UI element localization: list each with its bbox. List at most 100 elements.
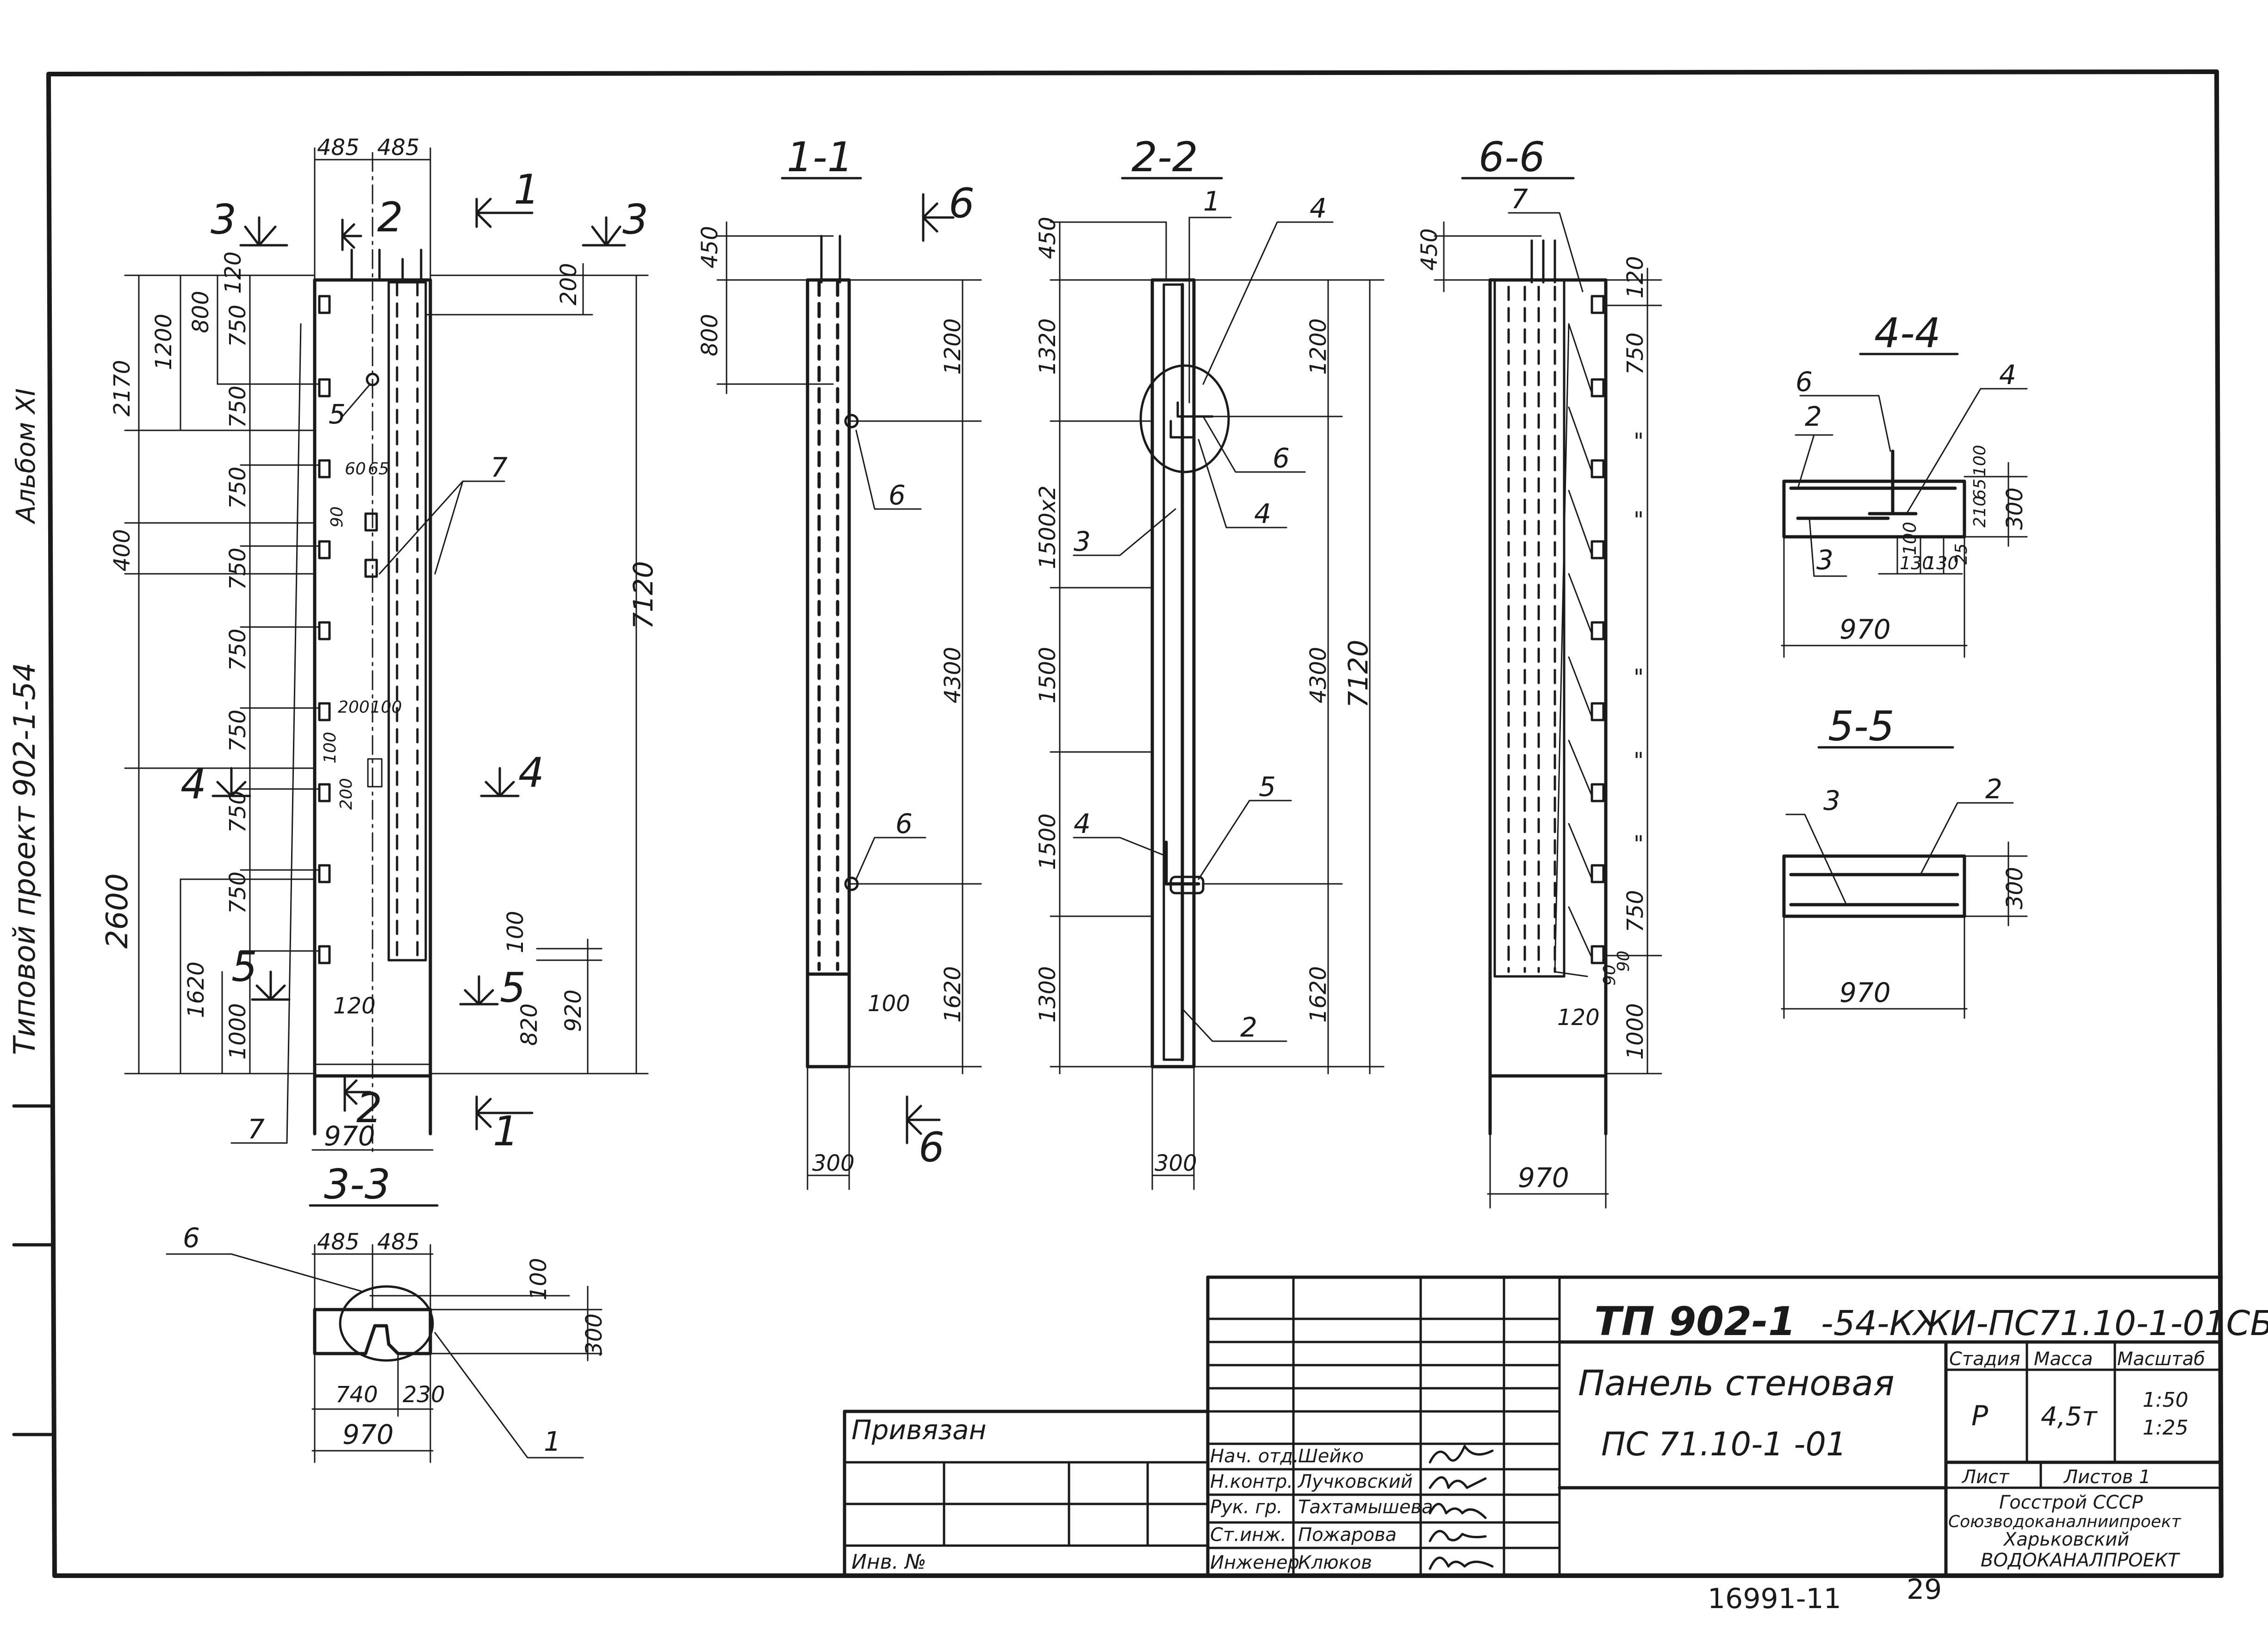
dim-750-7: 750 <box>225 790 251 833</box>
dim-front-920: 920 <box>560 989 586 1032</box>
dim-750-1: 750 <box>225 304 251 347</box>
section-2-2-title: 2-2 <box>1131 133 1198 181</box>
bound-label: Привязан <box>851 1414 987 1446</box>
dim-33-300: 300 <box>581 1313 607 1356</box>
dim-front-1620: 1620 <box>183 962 209 1018</box>
dim-front-7120: 7120 <box>628 561 659 629</box>
section-6-6: 6-6 <box>1417 133 1662 1209</box>
mark-22-3: 3 <box>1074 526 1091 557</box>
cut-2-bottom: 2 <box>356 1084 382 1132</box>
mark-11-6b: 6 <box>895 808 913 839</box>
dim-66-ditto2: " <box>1634 507 1644 533</box>
sheet-header: Лист <box>1961 1466 2010 1488</box>
dim-44-100: 100 <box>1900 522 1920 555</box>
mark-22-1: 1 <box>1203 186 1220 217</box>
role-4: Инженер <box>1210 1552 1299 1573</box>
embedded-plates <box>318 295 383 964</box>
dim-66-120: 120 <box>1622 256 1648 298</box>
dim-44-300: 300 <box>2002 487 2028 530</box>
cut-1-bottom: 1 <box>493 1107 519 1155</box>
cut-2-top: 2 <box>377 193 403 241</box>
mark-33-1: 1 <box>544 1426 561 1457</box>
dim-11-4300: 4300 <box>940 647 966 703</box>
section-3-3: 3-3 100 300 485 485 740 230 970 6 1 <box>166 1161 607 1463</box>
dim-66-750b: 750 <box>1622 890 1648 932</box>
dim-750-3: 750 <box>225 466 251 509</box>
dim-44-10: 100 <box>1970 445 1989 477</box>
dim-66-30: 90 <box>1614 950 1633 972</box>
dim-66-750a: 750 <box>1622 332 1648 375</box>
dim-front-200c: 200 <box>556 263 582 305</box>
dim-66-120b: 120 <box>1557 1005 1600 1031</box>
drawing-code-rest: -54-КЖИ-ПС71.10-1-01СБ <box>1821 1304 2268 1343</box>
dim-front-2600: 2600 <box>100 873 135 949</box>
mark-front-7a: 7 <box>491 452 508 483</box>
dim-11-800: 800 <box>697 314 723 356</box>
dim-22-1500a: 1500 <box>1035 647 1061 703</box>
dim-66-1000: 1000 <box>1622 1003 1648 1060</box>
dim-33-485b: 485 <box>377 1229 420 1255</box>
mark-22-4b: 4 <box>1254 498 1271 529</box>
title-block: Привязан Инв. № Нач. отд. Шейко Н.контр.… <box>843 1275 2268 1578</box>
mass-value: 4,5т <box>2041 1402 2098 1432</box>
dim-55-300: 300 <box>2002 867 2028 909</box>
dim-22-1320: 1320 <box>1035 318 1061 375</box>
inventory-label: Инв. № <box>851 1550 926 1574</box>
roles-table: Нач. отд. Шейко Н.контр. Лучковский Рук.… <box>1210 1446 1433 1573</box>
mark-33-6: 6 <box>183 1222 200 1254</box>
dim-66-ditto3: " <box>1634 665 1644 690</box>
dim-33-970: 970 <box>342 1419 394 1450</box>
dim-front-65: 65 <box>368 460 389 478</box>
dim-front-100c: 100 <box>503 911 528 953</box>
mark-55-2: 2 <box>1985 773 2002 805</box>
cut-5-right: 5 <box>500 964 526 1012</box>
dim-750-5: 750 <box>225 628 251 671</box>
section-2-2: 2-2 450 1320 1500x2 1500 1500 1300 <box>1035 133 1385 1190</box>
dim-22-450: 450 <box>1035 217 1061 259</box>
org-line-2: Союзводоканалниипроект <box>1948 1512 2181 1531</box>
name-1: Лучковский <box>1297 1471 1413 1492</box>
dim-front-400: 400 <box>109 529 135 572</box>
mark-66-7: 7 <box>1511 183 1528 215</box>
section-5-5-title: 5-5 <box>1828 702 1895 750</box>
mark-22-4c: 4 <box>1074 808 1091 839</box>
dim-33-230: 230 <box>403 1382 445 1408</box>
dim-22-1500x2: 1500x2 <box>1035 485 1061 569</box>
cut-4-right: 4 <box>518 749 544 796</box>
dim-front-2170: 2170 <box>109 360 135 416</box>
mark-44-2: 2 <box>1805 401 1822 432</box>
side-album: Альбом XI <box>11 388 41 524</box>
section-1-1: 1-1 450 800 1200 4300 1620 100 300 6 6 <box>697 133 982 1190</box>
mass-header: Масса <box>2034 1348 2093 1370</box>
mark-front-5: 5 <box>329 398 346 430</box>
dim-front-100a: 100 <box>370 698 402 717</box>
name-3: Пожарова <box>1298 1524 1397 1546</box>
dim-front-1200: 1200 <box>151 314 177 370</box>
stage-header: Стадия <box>1949 1348 2020 1370</box>
dim-44-970: 970 <box>1839 614 1891 645</box>
section-5-5: 5-5 300 970 3 2 <box>1781 702 2028 1019</box>
cut-3-right: 3 <box>622 196 648 243</box>
cut-3-left: 3 <box>211 196 236 243</box>
dim-front-120b: 120 <box>333 993 376 1019</box>
page-number: 29 <box>1907 1573 1942 1606</box>
dim-44-210: 210 <box>1970 496 1989 528</box>
mark-front-7b: 7 <box>248 1113 265 1145</box>
cut-6-top: 6 <box>949 180 975 227</box>
dim-11-450: 450 <box>697 226 723 268</box>
dim-chain-750: 750 750 750 750 750 750 750 750 <box>225 304 320 952</box>
mark-22-2: 2 <box>1240 1012 1257 1043</box>
dim-22-1500b: 1500 <box>1035 814 1061 870</box>
section-1-1-title: 1-1 <box>787 133 853 181</box>
name-0: Шейко <box>1298 1446 1364 1467</box>
dim-11-1200: 1200 <box>940 318 966 375</box>
role-0: Нач. отд. <box>1210 1446 1299 1467</box>
dim-front-100b: 100 <box>321 732 340 764</box>
dim-66-ditto1: " <box>1634 429 1644 454</box>
name-2: Тахтамышева <box>1298 1497 1433 1518</box>
dim-front-800: 800 <box>188 291 214 333</box>
plates-66 <box>1568 295 1605 964</box>
section-4-4-title: 4-4 <box>1874 309 1941 357</box>
dim-22-1300: 1300 <box>1035 966 1061 1023</box>
dim-front-970: 970 <box>324 1120 375 1152</box>
